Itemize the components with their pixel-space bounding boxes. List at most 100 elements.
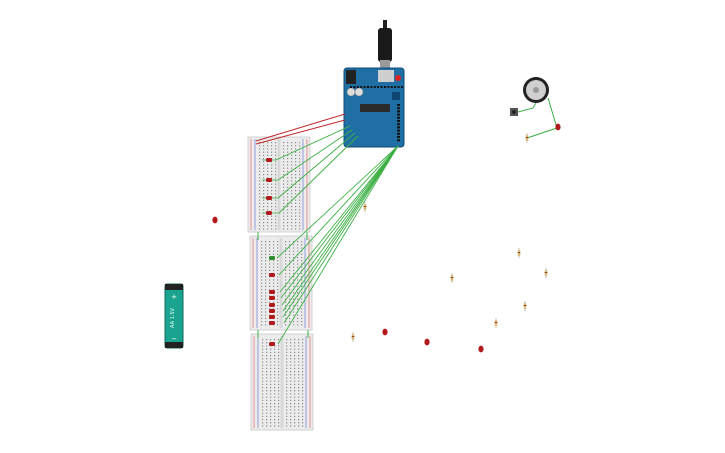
breadboard-hole xyxy=(290,361,292,363)
breadboard-hole xyxy=(289,250,291,252)
breadboard-hole xyxy=(293,285,295,287)
loose-components[interactable] xyxy=(212,133,548,353)
led[interactable] xyxy=(269,342,275,346)
breadboard-hole xyxy=(298,390,300,392)
breadboard-hole xyxy=(293,263,295,265)
breadboard-hole xyxy=(301,282,303,284)
breadboard-hole xyxy=(298,425,300,427)
breadboard-hole xyxy=(297,298,299,300)
resistor-icon[interactable] xyxy=(517,248,521,258)
led[interactable] xyxy=(269,315,275,319)
breadboard-hole xyxy=(259,196,261,198)
breadboard-hole xyxy=(277,301,279,303)
breadboard-hole xyxy=(290,383,292,385)
breadboard-hole xyxy=(269,314,271,316)
led[interactable] xyxy=(266,211,272,215)
led[interactable] xyxy=(269,309,275,313)
center-channel xyxy=(279,238,283,328)
led[interactable] xyxy=(269,321,275,325)
led[interactable] xyxy=(269,303,275,307)
led[interactable] xyxy=(266,158,272,162)
led-icon[interactable] xyxy=(478,345,484,353)
breadboard-hole xyxy=(283,218,285,220)
led-icon[interactable] xyxy=(212,216,218,224)
breadboard-hole xyxy=(277,279,279,281)
breadboard-hole xyxy=(290,351,292,353)
breadboard-hole xyxy=(293,273,295,275)
breadboard-hole xyxy=(283,174,285,176)
breadboard-hole xyxy=(294,422,296,424)
resistor-icon[interactable] xyxy=(544,268,548,278)
breadboard-hole xyxy=(259,170,261,172)
breadboard-hole xyxy=(289,257,291,259)
breadboard-hole xyxy=(266,412,268,414)
aa-battery[interactable]: + − AA 1.5V xyxy=(164,283,184,349)
breadboard-hole xyxy=(290,367,292,369)
breadboard[interactable] xyxy=(249,235,313,331)
breadboard-hole xyxy=(290,339,292,341)
led[interactable] xyxy=(269,290,275,294)
breadboard-hole xyxy=(301,301,303,303)
breadboard-hole xyxy=(274,377,276,379)
reset-button[interactable] xyxy=(395,75,401,81)
breadboard-hole xyxy=(293,321,295,323)
breadboard-hole xyxy=(291,161,293,163)
breadboard-hole xyxy=(291,148,293,150)
led-icon[interactable] xyxy=(424,338,430,346)
breadboard-hole xyxy=(269,289,271,291)
pushbutton-icon[interactable] xyxy=(510,108,518,116)
led-icon[interactable] xyxy=(382,328,388,336)
breadboard-hole xyxy=(290,355,292,357)
breadboard-hole xyxy=(275,196,277,198)
breadboard-hole xyxy=(262,419,264,421)
usb-cable-icon[interactable] xyxy=(378,20,392,70)
breadboard-hole xyxy=(298,348,300,350)
piezo-buzzer-icon[interactable] xyxy=(523,77,549,103)
led[interactable] xyxy=(266,196,272,200)
breadboard-hole xyxy=(295,193,297,195)
breadboard-hole xyxy=(274,345,276,347)
breadboard-hole xyxy=(271,186,273,188)
led[interactable] xyxy=(269,296,275,300)
resistor-icon[interactable] xyxy=(494,318,498,328)
resistor-icon[interactable] xyxy=(523,301,527,311)
breadboard-hole xyxy=(271,177,273,179)
breadboard-hole xyxy=(267,145,269,147)
breadboard-hole xyxy=(291,183,293,185)
breadboard-stack[interactable] xyxy=(247,136,314,431)
resistor-icon[interactable] xyxy=(525,133,529,143)
led-column[interactable] xyxy=(266,158,275,346)
breadboard-hole xyxy=(285,263,287,265)
breadboard-hole xyxy=(271,164,273,166)
breadboard-hole xyxy=(273,241,275,243)
breadboard-hole xyxy=(283,151,285,153)
wire-bundle[interactable] xyxy=(255,113,399,345)
breadboard-hole xyxy=(259,154,261,156)
led[interactable] xyxy=(266,178,272,182)
breadboard-hole xyxy=(298,339,300,341)
resistor-icon[interactable] xyxy=(363,202,367,212)
resistor-icon[interactable] xyxy=(450,273,454,283)
led[interactable] xyxy=(269,273,275,277)
breadboard-hole xyxy=(295,206,297,208)
breadboard[interactable] xyxy=(247,136,311,233)
breadboard-hole xyxy=(263,215,265,217)
breadboard[interactable] xyxy=(250,333,314,431)
breadboard-hole xyxy=(275,174,277,176)
breadboard-hole xyxy=(283,142,285,144)
led[interactable] xyxy=(269,256,275,260)
breadboard-hole xyxy=(273,247,275,249)
breadboard-hole xyxy=(263,145,265,147)
led-near-buzzer[interactable] xyxy=(555,123,561,131)
arduino-uno-board[interactable] xyxy=(343,67,405,148)
breadboard-hole xyxy=(266,361,268,363)
breadboard-hole xyxy=(291,212,293,214)
breadboard-hole xyxy=(287,142,289,144)
breadboard-hole xyxy=(270,380,272,382)
resistor-icon[interactable] xyxy=(351,332,355,342)
breadboard-hole xyxy=(278,355,280,357)
breadboard-hole xyxy=(267,151,269,153)
breadboard-hole xyxy=(293,247,295,249)
breadboard-hole xyxy=(297,241,299,243)
